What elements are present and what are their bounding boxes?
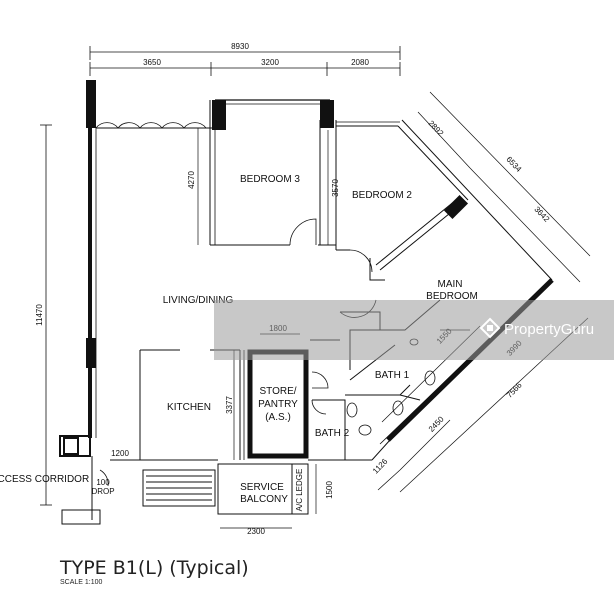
dim-kitchen-small: 1200 [111, 449, 129, 458]
propertyguru-logo-icon [479, 317, 501, 339]
room-label-service-1: SERVICE [240, 482, 284, 493]
room-label-drop-2: DROP [91, 487, 114, 496]
room-label-service-2: BALCONY [240, 494, 288, 505]
room-label-drop-1: 100 [96, 478, 110, 487]
door-swings [95, 122, 377, 487]
room-label-kitchen: KITCHEN [167, 402, 211, 413]
room-label-living-dining: LIVING/DINING [163, 295, 234, 306]
dim-diag-1126: 1126 [371, 457, 390, 476]
top-dimension-lines [89, 46, 401, 76]
dim-balcony-height: 1500 [325, 481, 334, 499]
dim-balcony-width: 2300 [247, 527, 265, 536]
room-label-ac-ledge: A/C LEDGE [295, 469, 304, 512]
room-label-store-2: PANTRY [258, 399, 298, 410]
watermark: PropertyGuru [214, 300, 614, 360]
service-balcony-rails [142, 469, 216, 507]
room-label-main-bedroom-2: BEDROOM [426, 291, 478, 302]
dim-diag-7566: 7566 [505, 380, 524, 399]
dim-top-3: 2080 [351, 58, 369, 67]
room-label-bedroom3: BEDROOM 3 [240, 174, 300, 185]
dim-kitchen-height: 3377 [225, 396, 234, 414]
room-label-store-3: (A.S.) [265, 412, 291, 423]
watermark-text: PropertyGuru [504, 321, 594, 338]
room-label-bath2: BATH 2 [315, 428, 350, 439]
room-label-access-corridor: ACCESS CORRIDOR [0, 474, 89, 485]
dim-overall-width: 8930 [231, 42, 249, 51]
room-label-bath1: BATH 1 [375, 370, 410, 381]
room-label-store-1: STORE/ [259, 386, 296, 397]
left-dimension-line [40, 124, 52, 506]
dim-bedroom3-height: 4270 [187, 171, 196, 189]
dim-left-height: 11470 [35, 304, 44, 326]
dim-top-1: 3650 [143, 58, 161, 67]
dim-diag-1: 2892 [426, 119, 445, 138]
dim-bedroom2-height: 3570 [331, 179, 340, 197]
dim-diag-2450: 2450 [427, 414, 446, 433]
room-label-main-bedroom-1: MAIN [438, 279, 463, 290]
plan-title: TYPE B1(L) (Typical) [59, 557, 249, 579]
room-label-bedroom2: BEDROOM 2 [352, 190, 412, 201]
dim-top-2: 3200 [261, 58, 279, 67]
plan-scale: SCALE 1:100 [60, 579, 103, 586]
dim-diag-2: 3642 [532, 205, 551, 224]
structural-columns [63, 80, 469, 455]
